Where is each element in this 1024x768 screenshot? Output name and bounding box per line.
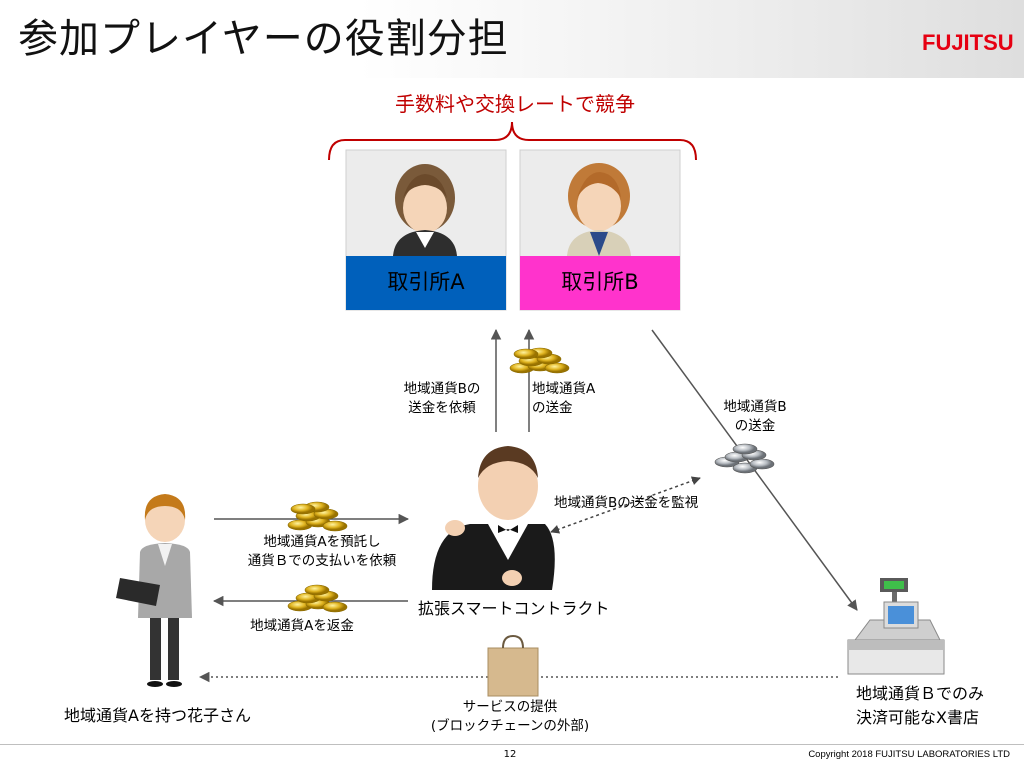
exchange-a-band [346,256,506,310]
label-send-a: 地域通貨A の送金 [532,380,595,418]
shopping-bag-icon [487,634,539,697]
label-send-a-line2: の送金 [532,400,573,416]
title-bar [0,0,1024,78]
label-request-b-line1: 地域通貨Bの [403,381,481,397]
label-request-b-line2: 送金を依頼 [408,400,476,416]
label-service: サービスの提供 (ブロックチェーンの外部) [410,698,610,736]
label-store-line2: 決済可能なX書店 [856,708,979,727]
gold-coins-deposit [287,501,348,532]
arrow-monitor [550,476,701,534]
label-store-line1: 地域通貨Ｂでのみ [856,684,985,703]
label-service-line2: (ブロックチェーンの外部) [430,718,590,734]
butler-figure [432,446,555,590]
label-deposit-line2: 通貨Ｂでの支払いを依頼 [247,553,397,569]
competition-subtitle: 手数料や交換レートで競争 [395,92,635,116]
label-send-a-line1: 地域通貨A [532,381,596,397]
label-send-b-line1: 地域通貨B [723,399,787,415]
exchange-a-label: 取引所A [387,270,465,294]
label-contract: 拡張スマートコントラクト [418,599,610,618]
cash-register-icon [847,578,945,675]
slide-title: 参加プレイヤーの役割分担 [18,16,509,62]
label-send-b-line2: の送金 [734,418,776,434]
gold-coins-top [509,347,570,374]
label-refund: 地域通貨Aを返金 [250,618,354,634]
fujitsu-logo: FUJITSU [922,30,1014,55]
tablet-icon [116,578,160,606]
label-send-b: 地域通貨B の送金 [700,398,810,436]
label-service-line1: サービスの提供 [462,699,558,715]
exchange-b-label: 取引所B [561,270,639,294]
exchange-b-band [520,256,680,310]
silver-coins [714,443,775,474]
copyright: Copyright 2018 FUJITSU LABORATORIES LTD [808,749,1010,760]
label-deposit-line1: 地域通貨Aを預託し [263,534,381,550]
label-request-b: 地域通貨Bの 送金を依頼 [392,380,492,418]
label-hanako: 地域通貨Aを持つ花子さん [64,706,251,725]
footer-divider [0,744,1024,745]
label-deposit: 地域通貨Aを預託し 通貨Ｂでの支払いを依頼 [222,533,422,571]
page-number: 12 [503,749,517,760]
competition-brace [328,121,697,161]
label-store: 地域通貨Ｂでのみ 決済可能なX書店 [856,682,984,730]
gold-coins-refund [287,584,348,613]
label-monitor: 地域通貨Bの送金を監視 [554,495,699,511]
hanako-figure [116,494,192,687]
